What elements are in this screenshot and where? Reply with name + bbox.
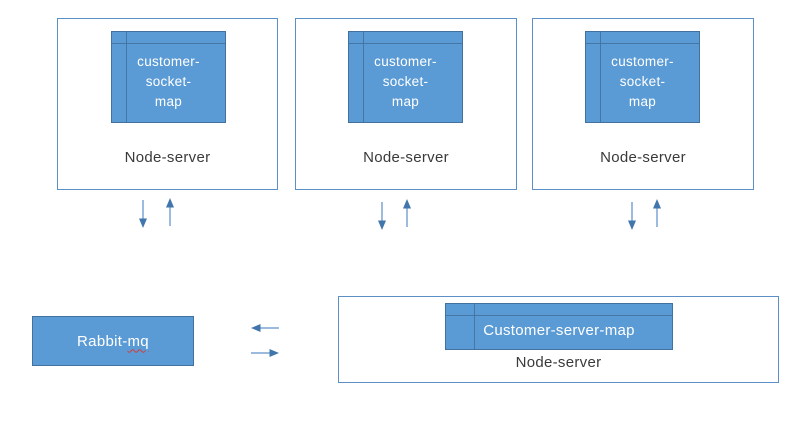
- table-header-col-line: [474, 304, 475, 349]
- map-label-line: customer-: [374, 54, 437, 69]
- node-server-label-3: Node-server: [600, 149, 686, 166]
- table-header-row-line: [112, 43, 225, 44]
- table-header-row-line: [586, 43, 699, 44]
- node-server-box-1: customer- socket- map Node-server: [57, 18, 278, 190]
- customer-server-map-label: Customer-server-map: [483, 322, 635, 339]
- map-label-line: map: [154, 94, 183, 109]
- node-server-box-2: customer- socket- map Node-server: [295, 18, 517, 190]
- down-arrow-icon: [139, 200, 147, 228]
- up-arrow-icon: [653, 199, 661, 227]
- map-label-line: socket-: [145, 74, 192, 89]
- rabbit-mq-label: Rabbit-mq: [77, 333, 149, 350]
- node-server-label-1: Node-server: [124, 149, 211, 166]
- right-arrow-icon: [251, 349, 279, 357]
- rabbit-label-suffix: mq: [127, 332, 149, 350]
- node-server-label-2: Node-server: [363, 149, 449, 166]
- map-label-line: customer-: [137, 54, 200, 69]
- rabbit-label-prefix: Rabbit-: [77, 332, 128, 350]
- customer-socket-map-label-1: customer- socket- map: [112, 42, 225, 122]
- down-arrow-icon: [628, 202, 636, 230]
- customer-socket-map-shape-1: customer- socket- map: [111, 31, 226, 123]
- up-arrow-icon: [403, 199, 411, 227]
- map-label-line: socket-: [382, 74, 429, 89]
- rabbit-mq-box: Rabbit-mq: [32, 316, 194, 366]
- map-label-line: map: [628, 94, 657, 109]
- customer-socket-map-shape-2: customer- socket- map: [348, 31, 463, 123]
- table-header-col-line: [600, 32, 601, 122]
- customer-socket-map-shape-3: customer- socket- map: [585, 31, 700, 123]
- customer-socket-map-label-2: customer- socket- map: [349, 42, 462, 122]
- table-header-col-line: [126, 32, 127, 122]
- node-server-box-3: customer- socket- map Node-server: [532, 18, 754, 190]
- left-arrow-icon: [251, 324, 279, 332]
- node-server-box-bottom: Customer-server-map Node-server: [338, 296, 779, 383]
- map-label-line: customer-: [611, 54, 674, 69]
- table-header-col-line: [363, 32, 364, 122]
- node-server-label-bottom: Node-server: [515, 354, 602, 371]
- table-header-row-line: [349, 43, 462, 44]
- customer-server-map-shape: Customer-server-map: [445, 303, 673, 350]
- customer-socket-map-label-3: customer- socket- map: [586, 42, 699, 122]
- down-arrow-icon: [378, 202, 386, 230]
- map-label-line: socket-: [619, 74, 666, 89]
- table-header-row-line: [446, 315, 672, 316]
- up-arrow-icon: [166, 198, 174, 226]
- map-label-line: map: [391, 94, 420, 109]
